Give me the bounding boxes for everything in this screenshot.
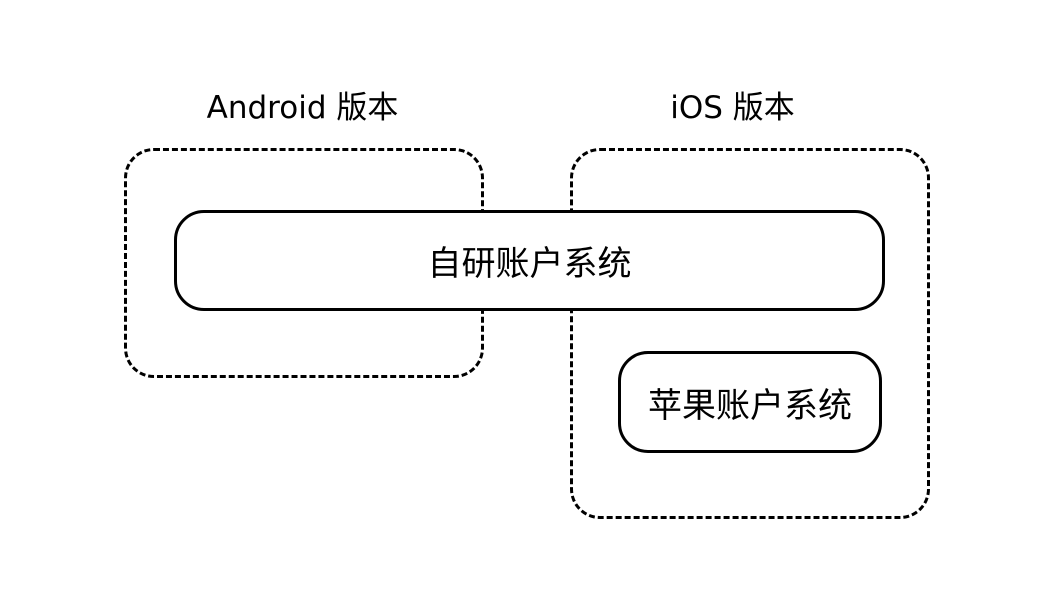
ios-group-label: iOS 版本 — [670, 90, 795, 126]
self-account-system-label: 自研账户系统 — [427, 244, 632, 284]
android-group-label: Android 版本 — [206, 90, 399, 126]
apple-account-system-node: 苹果账户系统 — [618, 351, 882, 453]
self-account-system-node: 自研账户系统 — [174, 210, 885, 311]
apple-account-system-label: 苹果账户系统 — [648, 385, 852, 426]
ios-group-box — [570, 148, 930, 519]
